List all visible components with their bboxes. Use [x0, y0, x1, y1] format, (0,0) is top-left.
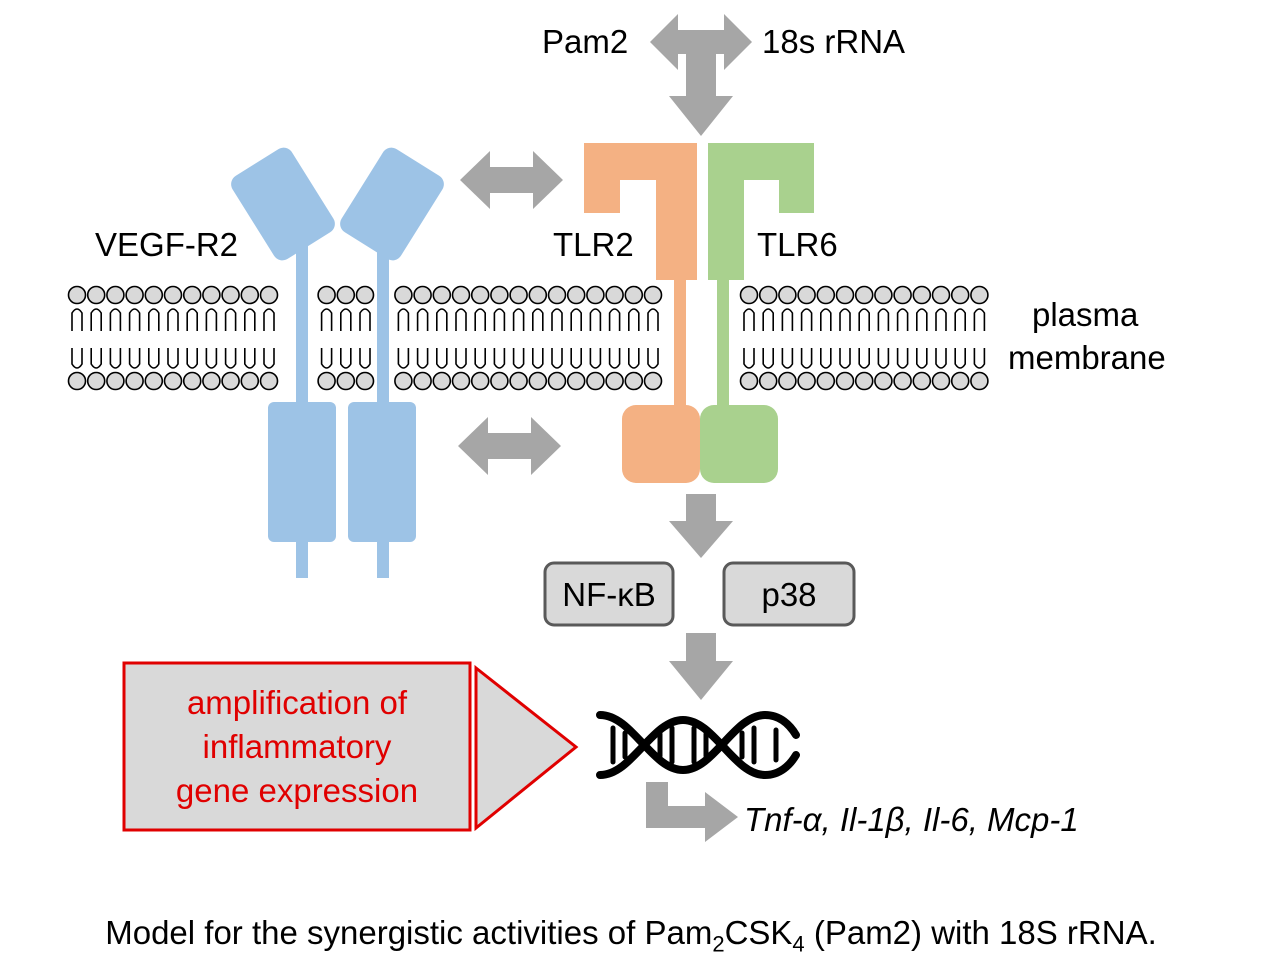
amp-line-1: amplification of: [187, 684, 408, 721]
lipid-unit: [336, 285, 356, 391]
lipid-unit: [125, 285, 144, 391]
lipid-unit: [413, 285, 432, 391]
lipid-unit: [202, 285, 221, 391]
ligand-double-arrow: [650, 14, 752, 70]
lipid-unit: [317, 285, 336, 391]
signal-down-arrow-2: [669, 633, 733, 700]
vegfr2-right-domain: [348, 402, 416, 542]
lipid-unit: [470, 285, 490, 391]
lipid-unit: [778, 285, 797, 391]
lipid-unit: [758, 285, 778, 391]
lipid-unit: [144, 285, 164, 391]
genes-label: Tnf-α, Il-1β, Il-6, Mcp-1: [744, 801, 1079, 838]
lipid-unit: [86, 285, 106, 391]
lipid-unit: [624, 285, 644, 391]
caption-sub-1: 2: [712, 931, 725, 957]
caption-part-1: Model for the synergistic activities of …: [105, 914, 713, 951]
lipid-unit: [67, 285, 87, 391]
tlr6-receptor: [700, 143, 814, 483]
dna-strand-b: [596, 715, 800, 780]
lipid-unit: [912, 285, 932, 391]
receptor-interaction-arrow-top: [460, 151, 563, 209]
lipid-unit: [432, 285, 452, 391]
tlr6-link: [717, 390, 729, 410]
vegfr2-left-tail: [296, 540, 308, 578]
lipid-unit: [950, 285, 970, 391]
membrane-label-line1: plasma: [1032, 296, 1139, 333]
callout-box: [122, 661, 472, 832]
nfkb-label: NF-κB: [562, 576, 656, 613]
lipid-unit: [854, 285, 874, 391]
lipid-unit: [566, 285, 586, 391]
vegfr2-left-domain: [268, 402, 336, 542]
tlr2-tir-domain: [622, 405, 700, 483]
amp-line-2: inflammatory: [203, 728, 392, 765]
lipid-unit: [605, 285, 624, 391]
expression-arrow: [646, 782, 738, 842]
tlr6-ectodomain: [708, 143, 814, 400]
vegfr2-right-head: [340, 147, 444, 261]
lipid-unit: [797, 285, 816, 391]
lipid-unit: [221, 285, 240, 391]
lipid-unit: [816, 285, 836, 391]
lipid-unit: [739, 285, 759, 391]
tlr2-ectodomain: [584, 143, 697, 396]
caption-part-3: (Pam2) with 18S rRNA.: [804, 914, 1157, 951]
rrna-label: 18s rRNA: [762, 23, 905, 60]
lipid-unit: [586, 285, 605, 391]
lipid-unit: [106, 285, 125, 391]
lipid-unit: [547, 285, 567, 391]
lipid-unit: [182, 285, 202, 391]
ligand-arrows: [650, 14, 752, 136]
lipid-unit: [643, 285, 663, 391]
caption-sub-2: 4: [792, 931, 805, 957]
tlr2-label: TLR2: [553, 226, 634, 263]
vegfr2-left-head: [231, 147, 335, 261]
dna-rungs: [610, 725, 779, 765]
lipid-unit: [931, 285, 951, 391]
pam2-label: Pam2: [542, 23, 628, 60]
callout-pointer: [474, 664, 579, 832]
vegfr2-left-stem: [296, 238, 308, 408]
dna-icon: [596, 710, 800, 780]
caption-part-2: CSK: [724, 914, 793, 951]
receptor-interaction-arrow-bottom: [458, 417, 561, 475]
lipid-unit: [874, 285, 893, 391]
lipid-unit: [893, 285, 912, 391]
tlr2-receptor: [584, 143, 700, 483]
figure-caption: Model for the synergistic activities of …: [0, 914, 1262, 958]
tlr6-tir-domain: [700, 405, 778, 483]
membrane-label-line2: membrane: [1008, 339, 1166, 376]
lipid-unit: [509, 285, 528, 391]
lipid-unit: [451, 285, 471, 391]
lipid-unit: [163, 285, 183, 391]
tlr2-link: [674, 390, 686, 410]
vegfr2-right-tail: [377, 540, 389, 578]
vegfr2-label: VEGF-R2: [95, 226, 238, 263]
ligand-down-arrow: [669, 54, 733, 136]
p38-box: [722, 561, 856, 627]
lipid-unit: [259, 285, 279, 391]
lipid-unit: [528, 285, 548, 391]
signal-down-arrow-1: [669, 494, 733, 558]
lipid-unit: [970, 285, 989, 391]
nfkb-box: [543, 561, 675, 627]
amplification-callout: amplification of inflammatory gene expre…: [122, 661, 579, 832]
amp-line-3: gene expression: [176, 772, 418, 809]
lipid-unit: [394, 285, 413, 391]
lipid-unit: [835, 285, 855, 391]
lipid-unit: [240, 285, 260, 391]
p38-label: p38: [761, 576, 816, 613]
lipid-unit: [490, 285, 509, 391]
vegfr2-receptor: [231, 147, 444, 578]
vegfr2-right-stem: [377, 238, 389, 408]
dna-strand-a: [596, 710, 800, 775]
lipid-unit: [355, 285, 375, 391]
tlr6-label: TLR6: [757, 226, 838, 263]
lipid-bilayer: [67, 285, 989, 391]
